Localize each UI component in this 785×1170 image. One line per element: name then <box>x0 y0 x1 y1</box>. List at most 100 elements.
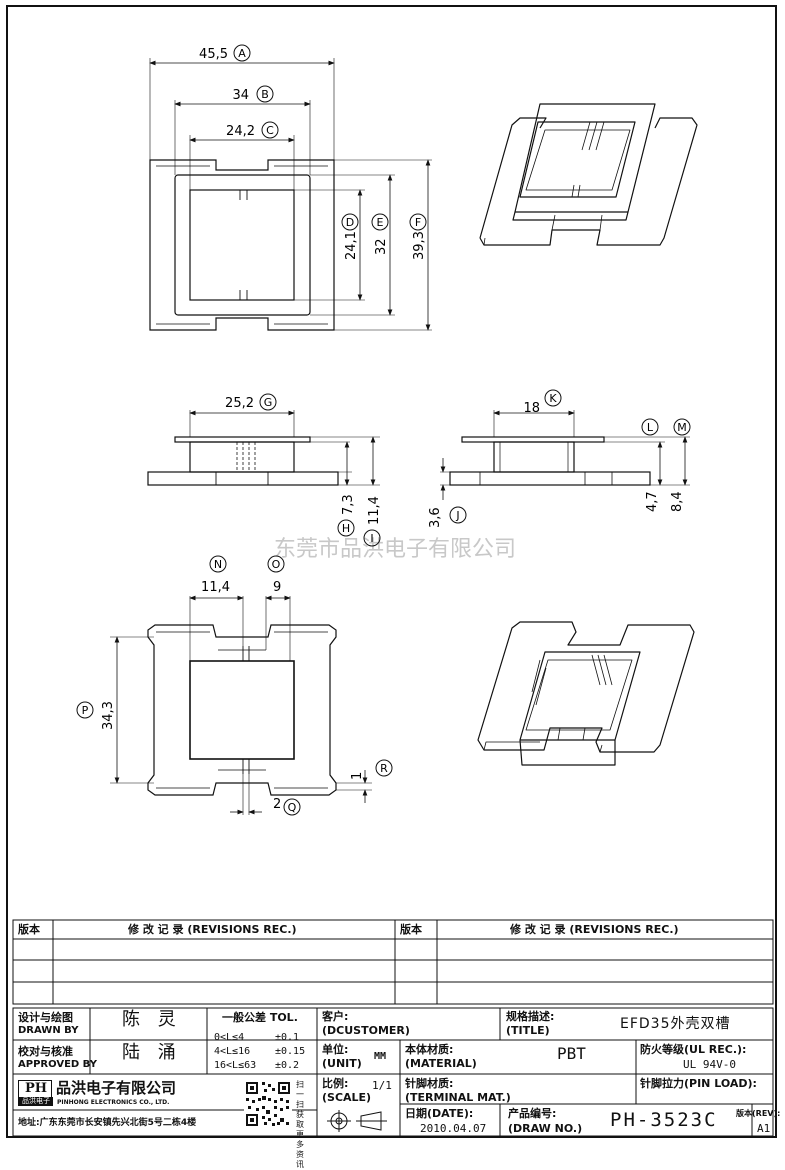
material-label-en: (MATERIAL) <box>405 1057 477 1070</box>
company-name-cn: 品洪电子有限公司 <box>56 1079 177 1097</box>
dim-R-value: 1 <box>350 772 365 780</box>
revision-value: A1 <box>757 1122 771 1135</box>
title-label-en: (TITLE) <box>506 1024 550 1037</box>
dim-B-value: 34 <box>232 88 249 103</box>
dim-N-value: 11,4 <box>201 580 230 595</box>
company-name-en: PINHONG ELECTRONICS CO., LTD. <box>57 1099 170 1106</box>
tolerance-value-2: ±0.15 <box>275 1046 306 1057</box>
dim-J-callout: J <box>455 509 459 522</box>
dim-F-value: 39,3 <box>412 231 427 260</box>
technical-drawing: 东莞市品洪电子有限公司 45,5 A 34 B 24,2 <box>76 44 698 816</box>
unit-value: MM <box>374 1051 387 1062</box>
pin-load-label: 针脚拉力(PIN LOAD): <box>640 1077 757 1090</box>
projection-symbol-icon <box>327 1110 387 1132</box>
approved-by-name: 陆 涌 <box>122 1042 182 1063</box>
dim-C-value: 24,2 <box>226 124 255 139</box>
dim-J-value: 3,6 <box>428 507 443 528</box>
side-view-dimension-labels: 18 K L M 4,7 8,4 3,6 J <box>428 389 691 528</box>
dim-G-value: 25,2 <box>225 396 254 411</box>
drawn-by-label-cn: 设计与绘图 <box>18 1011 73 1024</box>
title-value: EFD35外壳双槽 <box>620 1016 731 1032</box>
isometric-view-top <box>479 103 698 246</box>
draw-number-value: PH-3523C <box>610 1109 718 1131</box>
dim-O-callout: O <box>272 558 281 571</box>
revisions-table-grid <box>12 919 774 1137</box>
dim-O-value-text: 9 <box>273 580 281 595</box>
dim-I-callout: I <box>370 532 373 545</box>
revision-label: 版本(REV): <box>736 1109 781 1118</box>
drawing-sheet: 东莞市品洪电子有限公司 45,5 A 34 B 24,2 <box>6 5 781 1169</box>
isometric-view-bottom <box>477 621 695 766</box>
company-logo: PH 品洪电子 <box>18 1080 53 1106</box>
dim-L-value: 4,7 <box>645 491 660 512</box>
dim-E-callout: E <box>377 216 384 229</box>
dim-I-value: 11,4 <box>367 496 382 525</box>
draw-number-label: 产品编号: <box>508 1107 557 1120</box>
sheet-border <box>6 5 777 1138</box>
rev-record-header-left: 修 改 记 录 (REVISIONS REC.) <box>128 923 297 936</box>
rev-version-header-left: 版本 <box>18 923 40 936</box>
customer-label-en: (DCUSTOMER) <box>322 1024 410 1037</box>
dim-R-callout: R <box>380 762 388 775</box>
dim-M-value: 8,4 <box>670 491 685 512</box>
dim-A-value: 45,5 <box>199 47 228 62</box>
company-logo-subtext: 品洪电子 <box>19 1097 53 1106</box>
rev-version-header-right: 版本 <box>400 923 422 936</box>
side-view <box>440 410 690 500</box>
unit-label: 单位: <box>322 1043 349 1056</box>
scale-value: 1/1 <box>372 1079 392 1092</box>
dim-P-value: 34,3 <box>101 701 116 730</box>
dim-E-value: 32 <box>374 238 389 255</box>
date-value: 2010.04.07 <box>420 1122 487 1135</box>
tolerance-value-3: ±0.2 <box>275 1060 300 1071</box>
bottom-view-dimension-labels: N 11,4 O 34,3 9 P 34,3 2 Q 1 R <box>76 555 393 816</box>
top-view-dimension-labels: 45,5 A 34 B 24,2 C 24,1 D 32 E 39,3 F <box>199 44 427 260</box>
tolerance-value-1: ±0.1 <box>275 1032 300 1043</box>
dim-K-callout: K <box>549 392 557 405</box>
material-label: 本体材质: <box>405 1043 454 1056</box>
rev-record-header-right: 修 改 记 录 (REVISIONS REC.) <box>510 923 679 936</box>
dim-F-callout: F <box>415 216 421 229</box>
qr-caption: 扫一扫 获取 更多 资讯 <box>296 1080 304 1169</box>
dim-H-callout: H <box>342 522 350 535</box>
fire-rating-value: UL 94V-0 <box>683 1058 736 1071</box>
scale-label: 比例: <box>322 1077 349 1090</box>
dim-M-callout: M <box>677 421 687 434</box>
tolerance-range-3: 16<L≤63 <box>214 1060 257 1071</box>
draw-number-label-en: (DRAW NO.) <box>508 1122 583 1135</box>
top-view <box>149 58 432 331</box>
drawn-by-label-en: DRAWN BY <box>18 1025 79 1036</box>
company-logo-text: PH <box>24 1081 48 1096</box>
dim-A-callout: A <box>238 47 246 60</box>
dim-D-callout: D <box>346 216 354 229</box>
dim-G-callout: G <box>264 396 273 409</box>
approved-by-label-cn: 校对与核准 <box>18 1045 73 1058</box>
customer-label: 客户: <box>322 1010 349 1023</box>
drawn-by-name: 陈 灵 <box>122 1009 182 1030</box>
tolerance-range-2: 4<L≤16 <box>214 1046 251 1057</box>
qr-code-icon <box>244 1080 292 1128</box>
scale-label-en: (SCALE) <box>322 1091 372 1104</box>
dim-N-callout: N <box>214 558 222 571</box>
dim-K-value: 18 <box>523 401 540 416</box>
watermark: 东莞市品洪电子有限公司 <box>274 537 516 562</box>
dim-D-value: 24,1 <box>344 231 359 260</box>
dim-L-callout: L <box>647 421 654 434</box>
tolerance-range-1: 0<L≤4 <box>214 1032 245 1043</box>
material-value: PBT <box>557 1044 586 1063</box>
bottom-view <box>110 595 372 815</box>
dim-H-value: 7,3 <box>341 494 356 515</box>
dim-Q-callout: Q <box>288 801 297 814</box>
company-address: 地址:广东东莞市长安镇先兴北街5号二栋4楼 <box>18 1118 197 1128</box>
terminal-label-en: (TERMINAL MAT.) <box>405 1091 511 1104</box>
title-label: 规格描述: <box>506 1010 555 1023</box>
dim-C-callout: C <box>266 124 274 137</box>
terminal-label: 针脚材质: <box>405 1077 454 1090</box>
front-view-dimension-labels: 25,2 G 7,3 H 11,4 I <box>225 393 382 547</box>
front-view <box>147 410 380 486</box>
dim-B-callout: B <box>261 88 269 101</box>
fire-rating-label: 防火等级(UL REC.): <box>640 1043 747 1056</box>
tolerance-title: 一般公差 TOL. <box>222 1011 298 1024</box>
dim-Q-value: 2 <box>273 797 281 812</box>
date-label: 日期(DATE): <box>405 1107 474 1120</box>
